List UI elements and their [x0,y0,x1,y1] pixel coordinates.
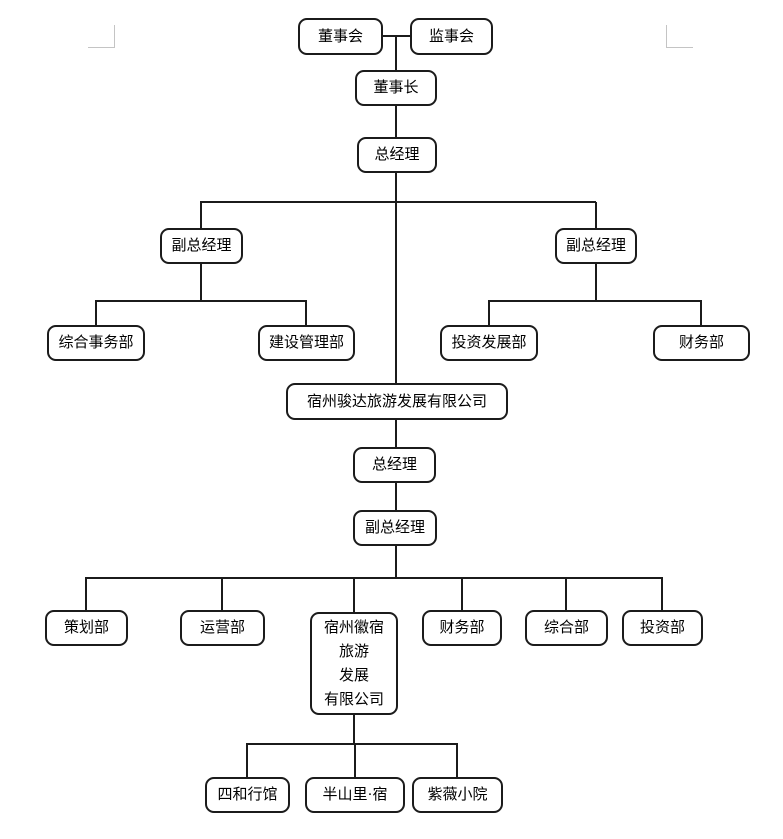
org-node-finance-dept-2: 财务部 [422,610,502,646]
org-node-investment-dev-dept: 投资发展部 [440,325,538,361]
org-node-huisu-company: 宿州徽宿 旅游 发展 有限公司 [310,612,398,715]
connector-subright-horizontal [488,300,702,302]
connector-tier1-drop-right [595,202,597,228]
connector-drop-general-affairs [95,301,97,325]
connector-tier4-horizontal [246,743,458,745]
connector-subleft-horizontal [95,300,307,302]
connector-top-to-chairman [395,36,397,70]
connector-drop-operations [221,578,223,610]
connector-tier1-drop-left [200,202,202,228]
org-node-deputy-gm-2: 副总经理 [353,510,437,546]
org-node-junda-company: 宿州骏达旅游发展有限公司 [286,383,508,420]
page-margin-mark-topright-horizontal [666,47,693,48]
connector-drop-sihe [246,744,248,777]
page-margin-mark-topleft-vertical [114,25,115,48]
connector-dgmleft-down [200,264,202,301]
connector-drop-planning [85,578,87,610]
connector-drop-construction [305,301,307,325]
connector-drop-investment-dev [488,301,490,325]
org-node-finance-dept-1: 财务部 [653,325,750,361]
org-node-sihe-hotel: 四和行馆 [205,777,290,813]
connector-dgm2-down [395,546,397,578]
connector-drop-general2 [565,578,567,610]
page-margin-mark-topleft-horizontal [88,47,115,48]
org-node-general-dept: 综合部 [525,610,608,646]
org-node-deputy-gm-left: 副总经理 [160,228,243,264]
org-node-banshanli-hotel: 半山里·宿 [305,777,405,813]
connector-dgmright-down [595,264,597,301]
org-node-supervisory-board: 监事会 [410,18,493,55]
org-node-general-manager-2: 总经理 [353,447,436,483]
org-node-investment-dept: 投资部 [622,610,703,646]
connector-drop-huisu [353,578,355,612]
connector-huisu-down [353,715,355,744]
org-node-ziwei-hotel: 紫薇小院 [412,777,503,813]
org-node-general-affairs-dept: 综合事务部 [47,325,145,361]
connector-chairman-to-gm [395,106,397,137]
org-node-operations-dept: 运营部 [180,610,265,646]
org-node-chairman: 董事长 [355,70,437,106]
org-node-construction-mgmt-dept: 建设管理部 [258,325,355,361]
connector-drop-ziwei [456,744,458,777]
connector-drop-finance2 [461,578,463,610]
connector-tier1-horizontal [200,201,596,203]
connector-junda-to-gm2 [395,420,397,447]
org-node-general-manager-1: 总经理 [357,137,437,173]
org-node-deputy-gm-right: 副总经理 [555,228,637,264]
connector-drop-investment2 [661,578,663,610]
org-node-board-of-directors: 董事会 [298,18,383,55]
connector-gm-to-junda [395,173,397,383]
connector-gm2-to-dgm2 [395,483,397,510]
connector-drop-banshanli [354,744,356,777]
connector-tier3-horizontal [85,577,663,579]
connector-drop-finance1 [700,301,702,325]
org-node-planning-dept: 策划部 [45,610,128,646]
page-margin-mark-topright-vertical [666,25,667,48]
